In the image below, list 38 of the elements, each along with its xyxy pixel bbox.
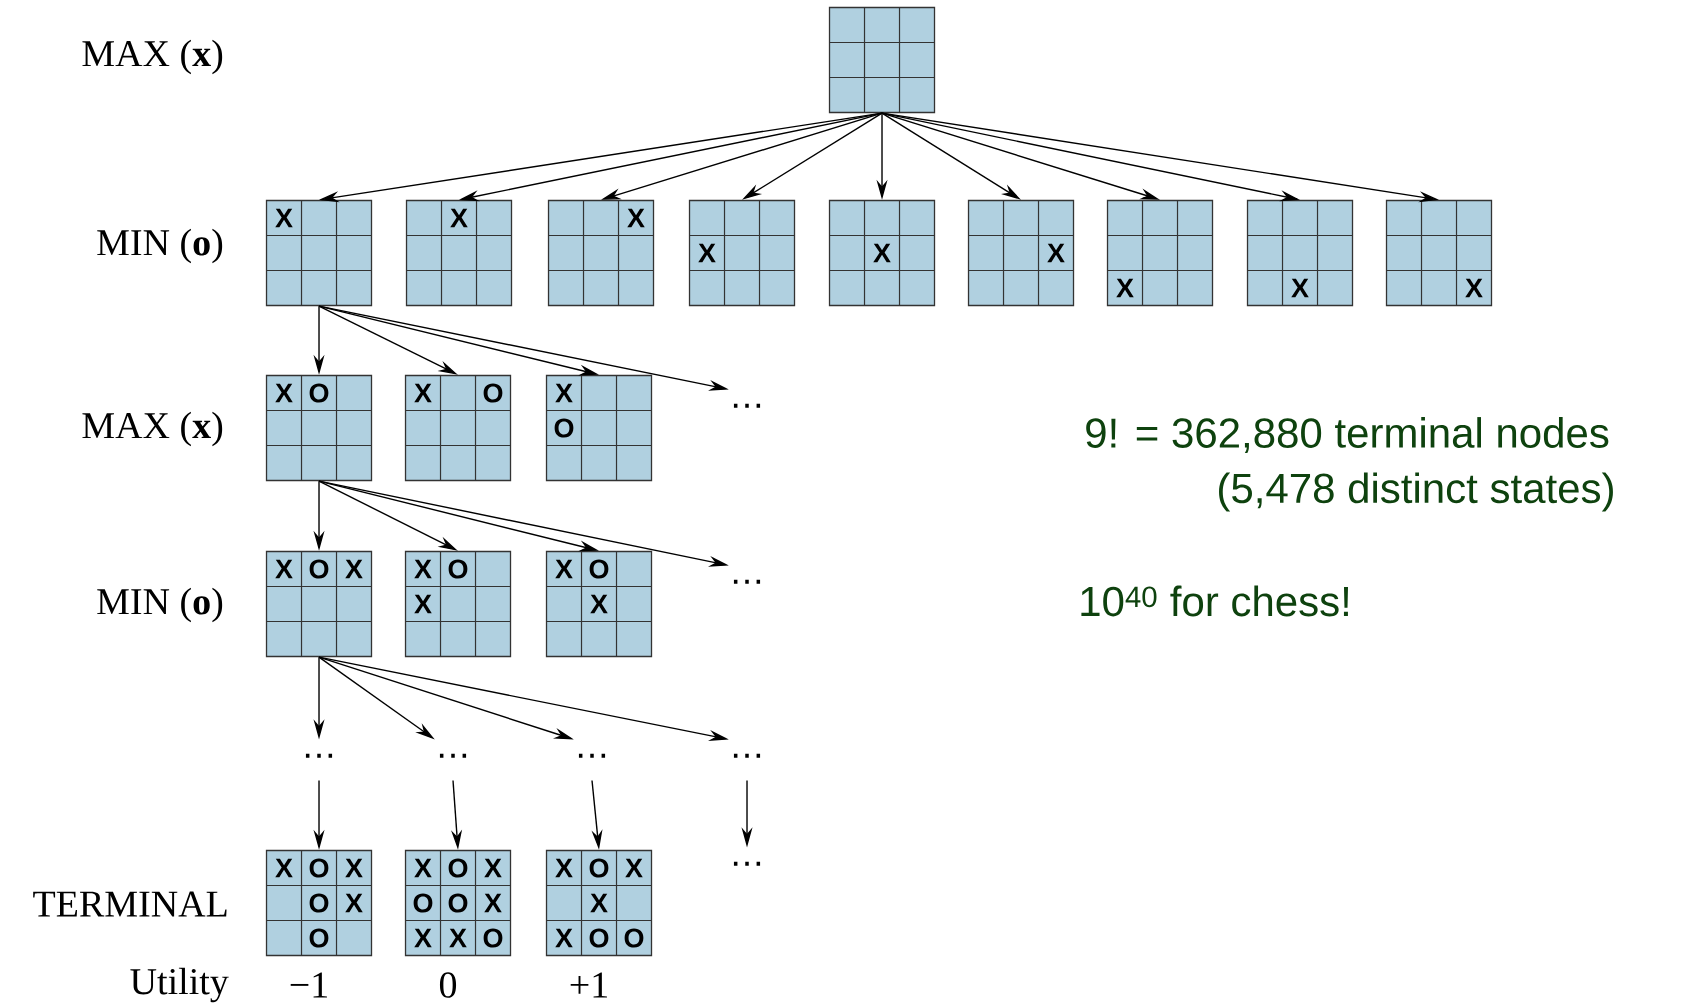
game-board: X — [265, 199, 373, 307]
note-text: (5,478 distinct states) — [1219, 472, 1613, 512]
utility-value: +1 — [570, 972, 607, 998]
game-board: X O — [265, 374, 373, 482]
ellipsis: ⋯ — [305, 753, 333, 758]
ellipsis: ⋯ — [439, 753, 467, 758]
game-board: X O — [404, 374, 512, 482]
level-label: MAX (x) — [82, 411, 223, 447]
game-board: X O — [545, 374, 653, 482]
level-label: MIN (o) — [97, 587, 223, 623]
game-board: X — [547, 199, 655, 307]
utility-value: −1 — [290, 972, 327, 998]
level-label: MIN (o) — [97, 228, 223, 264]
level-label: MAX (x) — [82, 39, 223, 75]
level-label: TERMINAL — [33, 891, 227, 917]
game-board: X — [405, 199, 513, 307]
ellipsis: ⋯ — [733, 753, 761, 758]
note-text: 10$^{40}$ for chess! — [1081, 585, 1348, 617]
game-board: X — [1246, 199, 1354, 307]
game-board: X O X X X O O — [545, 849, 653, 957]
game-board: X O X O X O — [265, 849, 373, 957]
game-board: X — [1106, 199, 1214, 307]
ellipsis: ⋯ — [578, 753, 606, 758]
game-board: X — [828, 199, 936, 307]
game-board: X — [1385, 199, 1493, 307]
note-text: 9! = 362,880 terminal nodes — [1086, 417, 1609, 453]
game-board: X O X — [545, 550, 653, 658]
level-label: Utility — [130, 967, 229, 1003]
game-board: X — [688, 199, 796, 307]
utility-value: 0 — [439, 972, 457, 998]
ellipsis: ⋯ — [733, 861, 761, 866]
game-board: X O X O O X X X O — [404, 849, 512, 957]
ellipsis: ⋯ — [733, 579, 761, 584]
game-board — [828, 6, 936, 114]
ellipsis: ⋯ — [733, 403, 761, 408]
game-board: X O X — [265, 550, 373, 658]
game-board: X O X — [404, 550, 512, 658]
game-board: X — [967, 199, 1075, 307]
